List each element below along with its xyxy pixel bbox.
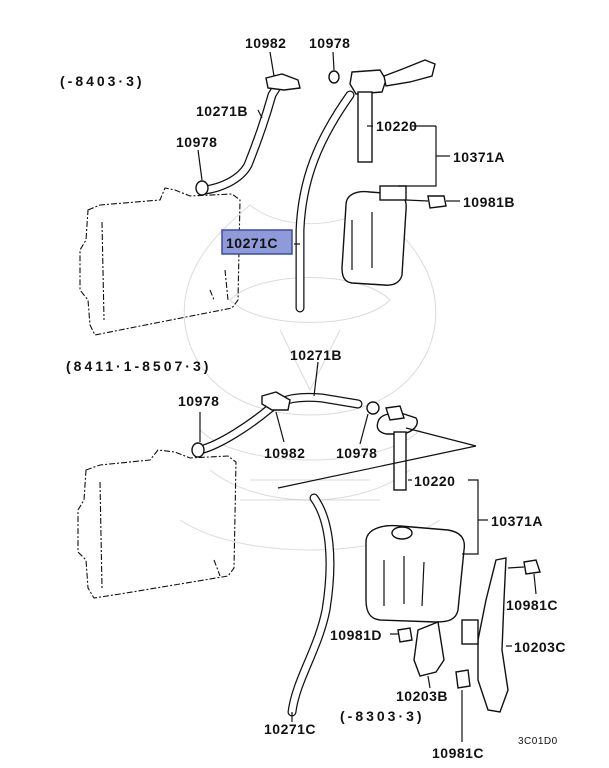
label-10220-upper: 10220 bbox=[376, 118, 417, 134]
lower-bolt-10981c-bottom bbox=[455, 669, 471, 689]
highlight-box-10271c bbox=[221, 229, 293, 255]
date-range-lower-bracket: (-8303·3) bbox=[340, 708, 425, 724]
upper-assembly bbox=[79, 51, 460, 336]
lower-tank-10371a bbox=[365, 524, 466, 623]
lower-joint-10982 bbox=[261, 391, 291, 411]
lower-bracket-10203c bbox=[477, 557, 509, 713]
upper-bolt-10981b bbox=[427, 195, 447, 209]
figure-code: 3C01D0 bbox=[518, 736, 558, 747]
label-10982-upper: 10982 bbox=[245, 35, 286, 51]
label-10271c-lower: 10271C bbox=[264, 721, 316, 737]
label-10981b-upper: 10981B bbox=[463, 194, 515, 210]
label-10203c-lower: 10203C bbox=[514, 639, 566, 655]
label-10371a-lower: 10371A bbox=[491, 513, 543, 529]
upper-joint-10982 bbox=[265, 73, 301, 91]
upper-cap-10220 bbox=[349, 69, 387, 95]
upper-clip-10978-left bbox=[195, 180, 209, 196]
date-range-middle: (8411·1-8507·3) bbox=[66, 358, 211, 374]
upper-tank-10371a bbox=[341, 190, 407, 286]
label-10981d-lower: 10981D bbox=[330, 627, 382, 643]
label-10978-lower-mid: 10978 bbox=[336, 445, 377, 461]
label-10271b-upper: 10271B bbox=[196, 103, 248, 119]
label-10978-lower-left: 10978 bbox=[178, 393, 219, 409]
lower-radiator-outline bbox=[77, 449, 237, 599]
label-10978-upper-left: 10978 bbox=[176, 134, 217, 150]
lower-clip-10978-mid bbox=[366, 401, 380, 415]
label-10981c-lower-right: 10981C bbox=[506, 597, 558, 613]
upper-radiator-outline bbox=[79, 187, 241, 336]
label-10271c-highlighted[interactable]: 10271C bbox=[226, 235, 278, 251]
label-10982-lower: 10982 bbox=[264, 445, 305, 461]
label-10371a-upper: 10371A bbox=[453, 149, 505, 165]
lower-bolt-10981c-right bbox=[523, 559, 541, 575]
lower-bolt-10981d bbox=[397, 627, 413, 643]
label-10271b-lower: 10271B bbox=[290, 347, 342, 363]
upper-clip-10978-top bbox=[328, 70, 340, 84]
date-range-upper: (-8403·3) bbox=[60, 73, 145, 89]
lower-assembly bbox=[77, 361, 541, 742]
label-10978-upper-top: 10978 bbox=[309, 35, 350, 51]
label-10203b-lower: 10203B bbox=[396, 688, 448, 704]
label-10981c-lower-bottom: 10981C bbox=[432, 745, 484, 761]
lower-clip-10978-left bbox=[191, 442, 205, 458]
label-10220-lower: 10220 bbox=[414, 473, 455, 489]
lower-bracket-10203b bbox=[413, 621, 445, 677]
